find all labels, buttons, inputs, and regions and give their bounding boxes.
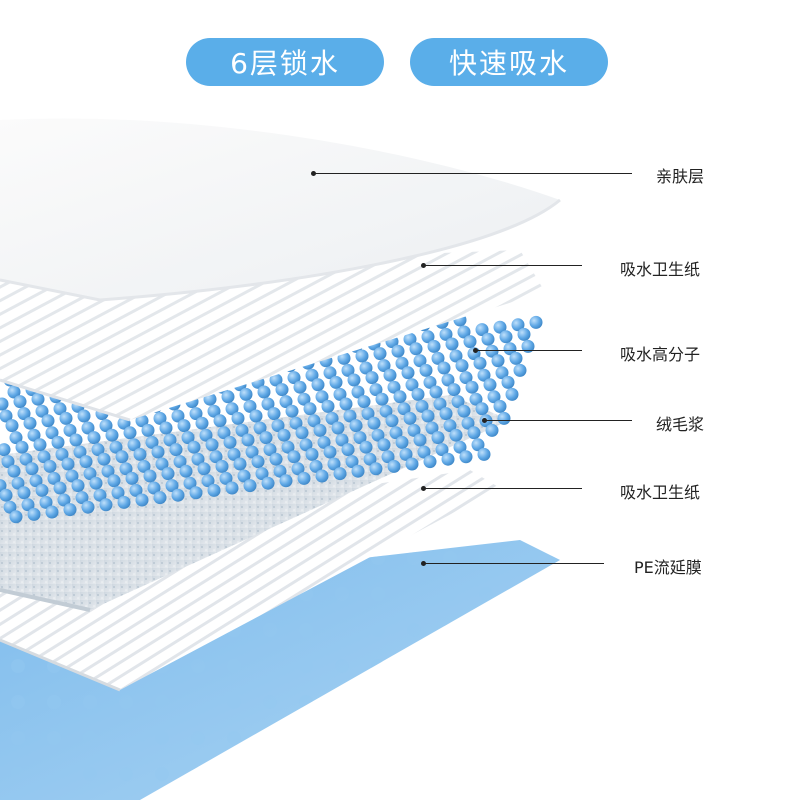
lock-water-badge: 6层锁水 [186, 38, 384, 86]
fast-absorb-badge: 快速吸水 [410, 38, 608, 86]
callout-dot [311, 171, 316, 176]
callout-line [424, 488, 582, 489]
layer-label-paper-bottom: 吸水卫生纸 [620, 483, 701, 502]
layer-label-paper-top: 吸水卫生纸 [620, 260, 701, 279]
callout-line [476, 350, 582, 351]
callout-line [485, 420, 632, 421]
callout-line [424, 563, 604, 564]
layer-label-polymer: 吸水高分子 [620, 345, 701, 364]
layer-label-pulp: 绒毛浆 [656, 415, 705, 434]
callout-dot [473, 348, 478, 353]
callout-dot [421, 561, 426, 566]
layer-label-pe-film: PE流延膜 [634, 558, 702, 577]
callout-line [314, 173, 632, 174]
callout-dot [482, 418, 487, 423]
callout-dot [421, 263, 426, 268]
callout-dot [421, 486, 426, 491]
layer-label-skin: 亲肤层 [656, 167, 705, 186]
callout-line [424, 265, 582, 266]
